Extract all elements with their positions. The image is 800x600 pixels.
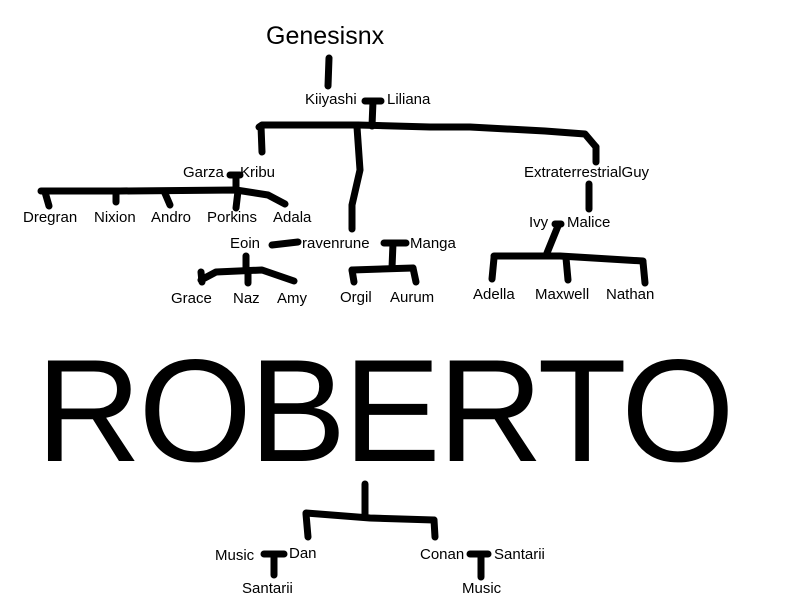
line-manga-children-bar: [348, 264, 417, 274]
line-drop-nathan: [639, 258, 649, 287]
line-drop-orgil: [348, 266, 358, 286]
line-roberto-children-bar: [302, 509, 438, 524]
line-drop-dregran: [41, 188, 53, 210]
person-music-child: Music: [462, 580, 502, 597]
person-naz: Naz: [233, 290, 260, 307]
banner-roberto: ROBERTO: [36, 329, 735, 492]
line-drop-aurum: [409, 264, 420, 286]
person-dan: Dan: [289, 545, 317, 562]
person-grace: Grace: [171, 290, 212, 307]
person-maxwell: Maxwell: [535, 286, 590, 303]
person-dregran: Dregran: [23, 209, 78, 226]
person-ivy: Ivy: [529, 214, 549, 231]
line-ivy-malice-children-bar: [490, 252, 647, 265]
line-manga-descent: [388, 239, 397, 272]
line-eoin-ravenrune: [268, 238, 302, 249]
line-drop-ravenrune: [348, 123, 364, 233]
line-drop-conan-santarii: [430, 516, 439, 541]
person-porkins: Porkins: [207, 209, 258, 226]
person-malice: Malice: [567, 214, 611, 231]
line-drop-porkins: [232, 187, 242, 212]
person-adala: Adala: [273, 209, 312, 226]
line-drop-adella: [488, 254, 498, 283]
person-aurum: Aurum: [390, 289, 435, 306]
line-drop-maxwell: [562, 254, 572, 284]
line-drop-kribu: [257, 122, 266, 156]
person-conan: Conan: [420, 546, 465, 563]
person-extraterrestrialguy: ExtraterrestrialGuy: [524, 164, 650, 181]
person-kiiyashi: Kiiyashi: [305, 91, 357, 108]
person-ravenrune: ravenrune: [302, 235, 370, 252]
person-nathan: Nathan: [606, 286, 655, 303]
person-eoin: Eoin: [230, 235, 261, 252]
line-eoin-children-bar: [197, 266, 298, 285]
person-kribu: Kribu: [240, 164, 276, 181]
person-santarii-right: Santarii: [494, 546, 545, 563]
person-amy: Amy: [277, 290, 307, 307]
line-root-to-kiiyashi: [324, 54, 333, 90]
line-drop-music-dan: [302, 510, 312, 541]
person-garza: Garza: [183, 164, 224, 181]
person-orgil: Orgil: [340, 289, 372, 306]
person-liliana: Liliana: [387, 91, 431, 108]
person-adella: Adella: [473, 286, 515, 303]
person-santarii-child: Santarii: [242, 580, 293, 597]
line-drop-grace: [197, 268, 206, 286]
line-ivy-malice-descent: [543, 222, 562, 257]
person-andro: Andro: [151, 209, 192, 226]
line-couple1-children-bar: [255, 121, 600, 151]
line-couple1-descent: [368, 97, 377, 130]
person-manga: Manga: [410, 235, 456, 252]
line-drop-andro: [160, 187, 174, 209]
person-music-left: Music: [215, 547, 255, 564]
person-nixion: Nixion: [94, 209, 136, 226]
person-genesisnx: Genesisnx: [266, 22, 385, 50]
